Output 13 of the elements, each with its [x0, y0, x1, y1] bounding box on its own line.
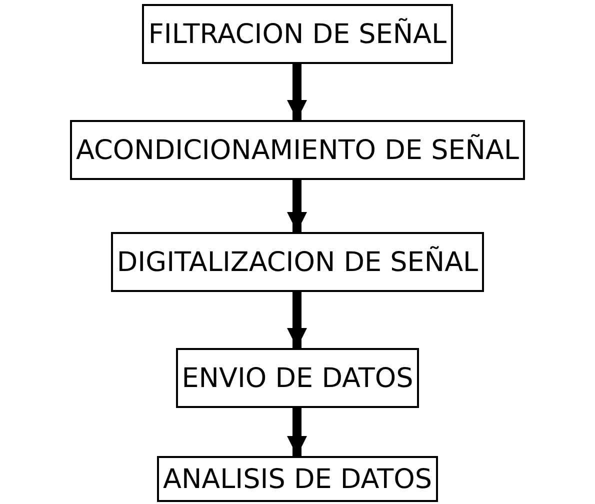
process-box [110, 232, 484, 292]
process-box [70, 120, 525, 180]
process-box [157, 456, 438, 502]
arrow [287, 180, 307, 232]
arrow [287, 292, 307, 348]
box-label: FILTRACION DE SEÑAL [148, 20, 447, 48]
box-label: DIGITALIZACION DE SEÑAL [116, 248, 478, 276]
box-label: ACONDICIONAMIENTO DE SEÑAL [76, 136, 519, 164]
process-box [176, 348, 420, 408]
arrow [287, 64, 307, 120]
box-label: ENVIO DE DATOS [182, 364, 414, 392]
process-box [142, 4, 453, 64]
box-label: ANALISIS DE DATOS [163, 466, 432, 492]
